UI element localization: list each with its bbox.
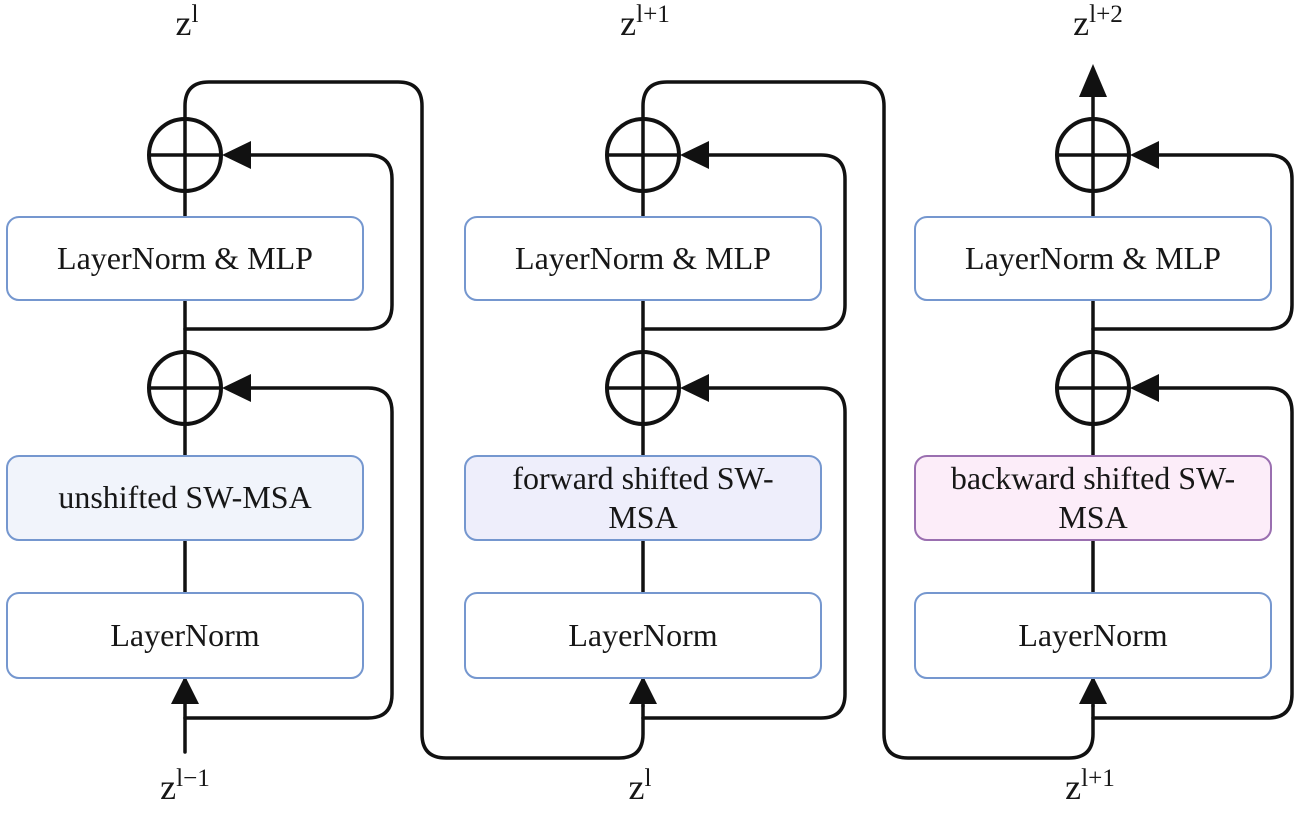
- wire-block1-output-to-block2-input: [183, 80, 645, 760]
- bottom-label-block2: zl: [560, 766, 720, 808]
- wire-residual-input-block3: [1091, 386, 1294, 720]
- wire-residual-attn-block3: [1091, 153, 1294, 331]
- bottom-label-block3: zl+1: [1010, 766, 1170, 808]
- layernorm-mlp-box-1: LayerNorm & MLP: [6, 216, 364, 301]
- wire-residual-input-block1: [183, 386, 394, 720]
- bottom-label-block1-base: z: [160, 767, 177, 807]
- add-operator-icon-lower-2: [605, 350, 681, 426]
- arrowhead-add-lower-2: [680, 374, 709, 402]
- bottom-label-block1: zl−1: [105, 766, 265, 808]
- layernorm-mlp-box-2: LayerNorm & MLP: [464, 216, 822, 301]
- arrowhead-input-block2: [629, 676, 657, 704]
- bottom-label-block2-sup: l: [644, 765, 652, 792]
- wire-residual-input-block2: [641, 386, 847, 720]
- wire-block2-output-to-block3-input: [641, 80, 1095, 760]
- bottom-label-block2-base: z: [628, 767, 645, 807]
- arrowhead-input-block3: [1079, 676, 1107, 704]
- add-operator-icon-upper-2: [605, 117, 681, 193]
- layernorm-mlp-box-3: LayerNorm & MLP: [914, 216, 1272, 301]
- top-label-block2-sup: l+1: [636, 1, 670, 28]
- top-label-block2-base: z: [620, 3, 637, 43]
- top-label-block1: zl: [107, 2, 267, 44]
- arrowhead-add-lower-3: [1130, 374, 1159, 402]
- add-operator-icon-upper-1: [147, 117, 223, 193]
- arrowhead-add-upper-2: [680, 141, 709, 169]
- arrowhead-add-upper-1: [222, 141, 251, 169]
- arrowhead-input-block1: [171, 676, 199, 704]
- unshifted-sw-msa-box: unshifted SW-MSA: [6, 455, 364, 541]
- forward-shifted-sw-msa-box: forward shifted SW-MSA: [464, 455, 822, 541]
- arrowhead-add-lower-1: [222, 374, 251, 402]
- add-operator-icon-upper-3: [1055, 117, 1131, 193]
- add-operator-icon-lower-1: [147, 350, 223, 426]
- bottom-label-block3-sup: l+1: [1081, 765, 1115, 792]
- bottom-label-block3-base: z: [1065, 767, 1082, 807]
- add-operator-icon-lower-3: [1055, 350, 1131, 426]
- layernorm-box-1: LayerNorm: [6, 592, 364, 679]
- top-label-block1-sup: l: [191, 1, 199, 28]
- wire-residual-attn-block2: [641, 153, 847, 331]
- bottom-label-block1-sup: l−1: [176, 765, 210, 792]
- layernorm-box-2: LayerNorm: [464, 592, 822, 679]
- arrowhead-output-block3: [1079, 64, 1107, 97]
- top-label-block2: zl+1: [565, 2, 725, 44]
- layernorm-box-3: LayerNorm: [914, 592, 1272, 679]
- top-label-block3-sup: l+2: [1089, 1, 1123, 28]
- top-label-block3-base: z: [1073, 3, 1090, 43]
- wire-residual-attn-block1: [183, 153, 394, 331]
- top-label-block3: zl+2: [1018, 2, 1178, 44]
- arrowhead-add-upper-3: [1130, 141, 1159, 169]
- top-label-block1-base: z: [175, 3, 192, 43]
- backward-shifted-sw-msa-box: backward shifted SW-MSA: [914, 455, 1272, 541]
